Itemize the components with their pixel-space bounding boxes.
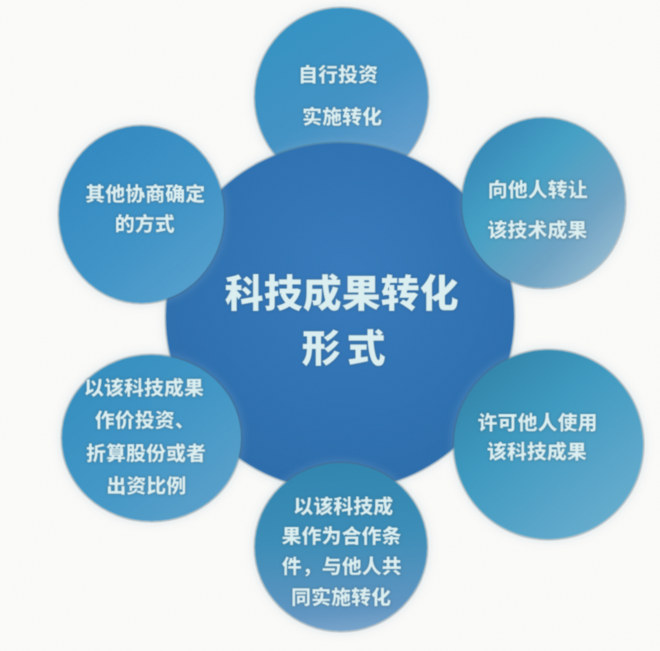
satellite-circle-bottom-right (453, 350, 643, 539)
satellite-circle-bottom-left (62, 355, 241, 521)
satellite-circle-bottom (255, 463, 427, 631)
satellite-circle-top-left (58, 125, 224, 303)
satellite-circle-top-right (462, 118, 625, 288)
